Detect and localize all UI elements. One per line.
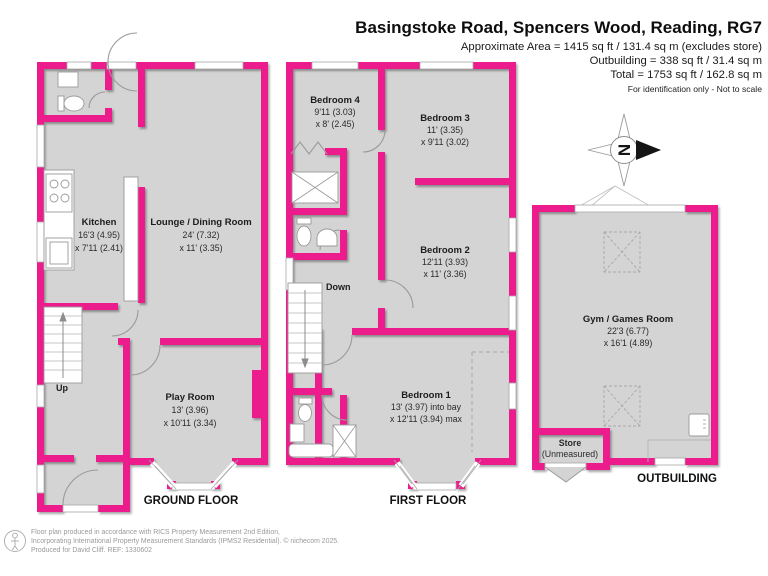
- outbuilding-area: [532, 205, 718, 470]
- appliance-icon: [688, 413, 710, 437]
- header: Basingstoke Road, Spencers Wood, Reading…: [355, 18, 762, 94]
- ground-floor-label: GROUND FLOOR: [144, 495, 239, 507]
- gym-counter: [647, 439, 711, 462]
- room-label-gym: Gym / Games Room: [583, 314, 673, 325]
- playroom-door-arc: [129, 344, 161, 376]
- svg-text:24' (7.32): 24' (7.32): [183, 230, 220, 240]
- first-fixtures: [287, 171, 357, 458]
- bathroom-door-arc: [321, 394, 348, 421]
- svg-text:(Unmeasured): (Unmeasured): [542, 449, 598, 459]
- room-label-bedroom3: Bedroom 3: [420, 113, 470, 124]
- outbuilding-walls: [532, 205, 718, 470]
- toilet2-icon: [298, 404, 312, 422]
- footer-line2: Incorporating International Property Mea…: [31, 537, 339, 545]
- svg-text:12'11 (3.93): 12'11 (3.93): [422, 257, 468, 267]
- disclaimer: For identification only - Not to scale: [628, 84, 762, 94]
- outbuilding-bifold-lines: [577, 185, 653, 208]
- footer: Floor plan produced in accordance with R…: [4, 529, 339, 554]
- room-label-bedroom2: Bedroom 2: [420, 245, 470, 256]
- stairs-up-label: Up: [56, 383, 68, 393]
- nichecom-logo-icon: [4, 530, 26, 552]
- stairs-down-label: Down: [326, 282, 351, 292]
- first-floor-plan: Bedroom 4 9'11 (3.03) x 8' (2.45) Bedroo…: [285, 61, 517, 507]
- toilet-tank2-icon: [298, 397, 313, 405]
- svg-text:9'11 (3.03): 9'11 (3.03): [314, 107, 355, 117]
- stairs-down-arrow: [301, 290, 309, 369]
- toilet-tank-icon: [57, 95, 65, 112]
- front-door-arc: [107, 61, 138, 92]
- first-floor-windows: [285, 61, 517, 491]
- approximate-area: Approximate Area = 1415 sq ft / 131.4 sq…: [461, 41, 762, 53]
- ground-floor-area: [37, 62, 268, 512]
- counter-peninsula: [123, 176, 139, 302]
- ground-door-arcs: [62, 32, 161, 506]
- bifold-door-icon: [290, 141, 328, 155]
- sink-icon: [57, 71, 79, 88]
- first-door-arcs: [319, 129, 414, 421]
- room-label-bedroom4: Bedroom 4: [310, 95, 360, 106]
- first-bay-window: [394, 461, 481, 488]
- ground-floor-windows: [36, 61, 244, 513]
- svg-text:x 10'11 (3.34): x 10'11 (3.34): [164, 418, 217, 428]
- svg-text:x 12'11 (3.94) max: x 12'11 (3.94) max: [390, 414, 463, 424]
- footer-line3: Produced for David Cliff. REF: 1330602: [31, 547, 152, 554]
- room-label-bedroom1: Bedroom 1: [401, 390, 451, 401]
- room-label-lounge: Lounge / Dining Room: [150, 217, 251, 228]
- svg-text:x 9'11 (3.02): x 9'11 (3.02): [421, 137, 469, 147]
- svg-text:x 11' (3.35): x 11' (3.35): [179, 243, 222, 253]
- svg-text:11' (3.35): 11' (3.35): [427, 125, 463, 135]
- outbuilding-label: OUTBUILDING: [637, 473, 717, 485]
- room-label-playroom: Play Room: [165, 392, 214, 403]
- hall-door-arc: [111, 309, 139, 337]
- room-label-store: Store: [559, 438, 582, 448]
- svg-text:x 7'11 (2.41): x 7'11 (2.41): [75, 243, 123, 253]
- toilet-tank-icon: [296, 217, 312, 225]
- compass-north-arrow: [636, 140, 661, 160]
- page-title: Basingstoke Road, Spencers Wood, Reading…: [355, 18, 762, 37]
- footer-line1: Floor plan produced in accordance with R…: [31, 529, 280, 536]
- toilet-icon: [63, 95, 85, 112]
- compass-north-label: N: [615, 144, 634, 156]
- svg-text:16'3 (4.95): 16'3 (4.95): [78, 230, 120, 240]
- first-floor-label: FIRST FLOOR: [390, 495, 467, 507]
- wc-door-arc: [88, 91, 106, 109]
- toilet-icon: [296, 225, 312, 247]
- compass-icon: N: [587, 113, 661, 187]
- store-door-icon: [544, 466, 587, 483]
- back-door-arc: [62, 469, 99, 506]
- room-label-kitchen: Kitchen: [82, 217, 117, 228]
- hob-icon: [45, 173, 73, 213]
- outbuilding-area: Outbuilding = 338 sq ft / 31.4 sq m: [590, 55, 762, 67]
- svg-text:13' (3.96): 13' (3.96): [172, 405, 209, 415]
- outbuilding-plan: Gym / Games Room 22'3 (6.77) x 16'1 (4.8…: [532, 185, 718, 485]
- bedroom3-door-arc: [362, 129, 386, 153]
- svg-text:x 16'1 (4.89): x 16'1 (4.89): [604, 338, 653, 348]
- bedroom2-door-arc: [384, 279, 414, 309]
- sink2-icon: [289, 423, 305, 443]
- total-area: Total = 1753 sq ft / 162.8 sq m: [610, 69, 762, 81]
- stairs-up-arrow: [59, 311, 67, 378]
- svg-text:x 8' (2.45): x 8' (2.45): [316, 119, 355, 129]
- svg-text:13' (3.97) into bay: 13' (3.97) into bay: [391, 402, 462, 412]
- sink-icon: [316, 228, 338, 247]
- ground-floor-plan: Kitchen 16'3 (4.95) x 7'11 (2.41) Lounge…: [36, 32, 268, 513]
- first-bay-window-frame: [393, 459, 482, 490]
- rooflight-icon: [603, 231, 641, 427]
- bathtub-icon: [288, 443, 334, 458]
- svg-text:22'3 (6.77): 22'3 (6.77): [607, 326, 649, 336]
- appliance-detail: [703, 419, 706, 429]
- bedroom1-door-arc: [321, 334, 353, 366]
- ground-bay-window-frame: [148, 459, 239, 490]
- svg-text:x 11' (3.36): x 11' (3.36): [423, 269, 466, 279]
